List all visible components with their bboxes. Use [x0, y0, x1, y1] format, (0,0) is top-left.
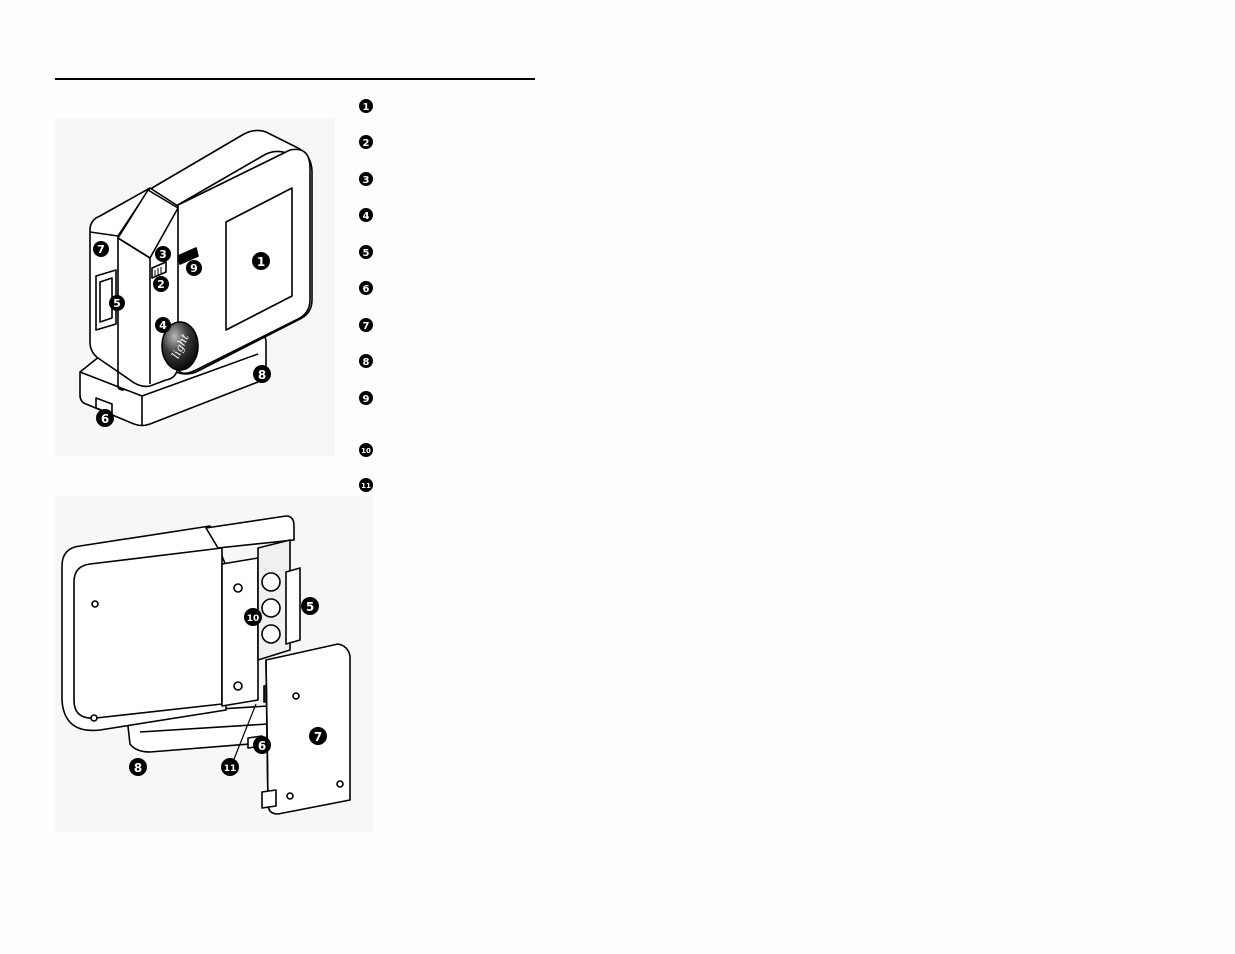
- callout-11-bottom-label: 11: [224, 764, 237, 774]
- callout-6-bottom-label: 6: [258, 739, 266, 753]
- door-screw-3: [286, 792, 294, 800]
- door-screw-1: [292, 692, 300, 700]
- door-tab: [261, 789, 277, 809]
- screw-4: [233, 681, 243, 691]
- callout-7-bottom-label: 7: [314, 730, 322, 744]
- callout-1-top-label: 1: [257, 255, 265, 269]
- legend-badge-5: [359, 245, 373, 259]
- legend-label-2: 2: [363, 138, 370, 149]
- door-panel: [265, 643, 351, 815]
- callout-3-top: [155, 246, 171, 262]
- legend-badge-10: [359, 443, 373, 457]
- callout-8-bottom: [129, 758, 147, 776]
- bottom-callouts: 5 6 7 8 10 11: [129, 597, 327, 776]
- callout-5-bottom: [301, 597, 319, 615]
- callout-3-top-label: 3: [159, 248, 167, 261]
- callout-8-top-label: 8: [258, 368, 266, 382]
- legend-label-1: 1: [363, 102, 370, 113]
- callout-4-top: [155, 317, 171, 333]
- legend-label-9: 9: [363, 394, 370, 405]
- legend-badge-2: [359, 135, 373, 149]
- small-window-inner: [99, 277, 113, 323]
- legend-label-7: 7: [363, 321, 370, 332]
- callout-10-bottom: [244, 608, 262, 626]
- legend-label-11: 11: [361, 482, 371, 490]
- legend-badge-9: [359, 391, 373, 405]
- logo-disk: [161, 321, 199, 371]
- legend-badge-3: [359, 172, 373, 186]
- legend-badge-1: [359, 99, 373, 113]
- compartment-wall: [221, 557, 259, 707]
- callout-6-bottom: [253, 736, 271, 754]
- battery-1: [261, 572, 281, 592]
- callout-5-bottom-label: 5: [306, 600, 314, 614]
- battery-2: [261, 598, 281, 618]
- callout-7-top-label: 7: [97, 243, 105, 256]
- top-lid: [205, 515, 295, 549]
- legend-label-6: 6: [363, 284, 370, 295]
- battery-contact: [285, 567, 301, 645]
- legend-label-5: 5: [363, 248, 370, 259]
- callout-11-bottom: [221, 758, 239, 776]
- legend-badge-7: [359, 318, 373, 332]
- legend-badge-6: [359, 281, 373, 295]
- callout-9-top: [186, 260, 202, 276]
- callout-5-top-label: 5: [113, 297, 121, 310]
- small-window: [95, 269, 117, 331]
- callout-4-top-label: 4: [159, 319, 167, 332]
- legend-badge-4: [359, 208, 373, 222]
- callout-1-top: [252, 252, 270, 270]
- callout-2-top: [153, 276, 169, 292]
- callout-9-top-label: 9: [190, 262, 198, 275]
- legend-badge-8: [359, 354, 373, 368]
- switch-ridges: [154, 267, 162, 276]
- callout-2-top-label: 2: [157, 278, 165, 291]
- callout-6-top: [96, 409, 114, 427]
- callout-7-top: [93, 241, 109, 257]
- callout-8-top: [253, 365, 271, 383]
- left-module-bevel: [117, 237, 151, 259]
- legend-label-8: 8: [363, 357, 370, 368]
- left-module-seam: [117, 236, 125, 391]
- battery-3: [261, 624, 281, 644]
- legend-label-3: 3: [363, 175, 370, 186]
- top-figure: [79, 129, 313, 427]
- callout-5-top: [109, 295, 125, 311]
- rear-panel: [73, 547, 223, 719]
- screw-3: [233, 583, 243, 593]
- door-edge: [265, 659, 269, 805]
- push-button: [177, 247, 199, 265]
- legend-badge-11: [359, 478, 373, 492]
- header-rule: [55, 78, 535, 80]
- callout-10-bottom-label: 10: [247, 614, 260, 624]
- legend-label-4: 4: [363, 211, 370, 222]
- base-edges: [79, 353, 259, 426]
- callout-7-bottom: [309, 727, 327, 745]
- top-callouts: 1 2 3 4 5 6 7 8 9: [93, 241, 271, 427]
- callout-6-top-label: 6: [101, 412, 109, 426]
- bottom-figure: [61, 515, 351, 815]
- screw-1: [91, 600, 99, 608]
- door-screw-2: [336, 780, 344, 788]
- screw-2: [90, 714, 98, 722]
- legend-list: 1 2 3 4 5 6 7 8 9 10 11: [359, 99, 373, 492]
- callout-8-bottom-label: 8: [134, 761, 142, 775]
- pointer-11: [231, 703, 257, 765]
- legend-label-10: 10: [361, 447, 371, 455]
